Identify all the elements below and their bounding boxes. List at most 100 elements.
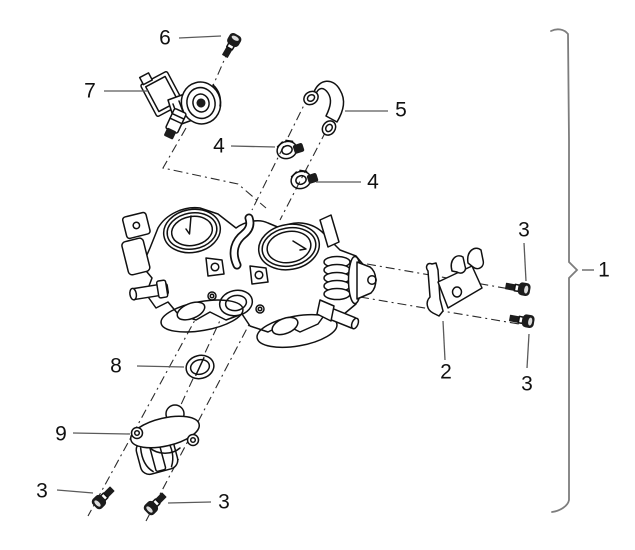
axis-gasket-valve bbox=[171, 257, 250, 425]
line-art bbox=[316, 299, 335, 322]
line-art bbox=[195, 357, 205, 376]
line-art bbox=[261, 226, 317, 268]
callout-5: 5 bbox=[395, 99, 407, 122]
throttle-body-assembly-art bbox=[121, 206, 377, 349]
part-3-screw-right-upper bbox=[505, 282, 531, 297]
line-art bbox=[524, 285, 529, 294]
line-art bbox=[130, 426, 144, 440]
line-art bbox=[356, 261, 377, 300]
line-art bbox=[306, 173, 319, 184]
line-art bbox=[212, 84, 222, 107]
axis-bracket-screw-upper bbox=[366, 263, 511, 290]
line-art bbox=[169, 112, 185, 125]
line-art bbox=[121, 237, 151, 276]
vapor-tube bbox=[229, 213, 255, 270]
right-intake-bell bbox=[256, 313, 338, 349]
body-left-bracket bbox=[121, 211, 151, 276]
left-bore-needle bbox=[185, 215, 192, 235]
leader-lines bbox=[56, 35, 594, 504]
line-art bbox=[180, 81, 222, 125]
leader-3-bottom-left bbox=[56, 489, 94, 494]
line-art bbox=[224, 294, 248, 312]
line-art bbox=[521, 314, 535, 329]
right-throttle-bore bbox=[257, 223, 321, 271]
line-art bbox=[350, 317, 360, 330]
callout-3-bottom-left: 3 bbox=[36, 480, 48, 503]
line-art bbox=[257, 306, 263, 312]
assembly-axis-lines bbox=[87, 48, 520, 522]
line-art bbox=[186, 86, 216, 120]
line-art bbox=[451, 286, 463, 298]
line-art bbox=[319, 214, 340, 248]
line-art bbox=[186, 433, 200, 447]
line-art bbox=[271, 316, 299, 336]
callout-3-bottom-center: 3 bbox=[218, 491, 230, 514]
line-art bbox=[528, 317, 533, 326]
line-art bbox=[149, 447, 181, 454]
line-art bbox=[231, 35, 239, 41]
line-art bbox=[189, 436, 197, 444]
line-art bbox=[207, 291, 217, 301]
callout-6: 6 bbox=[159, 27, 171, 50]
callout-8: 8 bbox=[110, 355, 122, 378]
line-art bbox=[321, 120, 337, 136]
part-2-bracket bbox=[425, 247, 485, 317]
line-art bbox=[155, 279, 169, 299]
line-art bbox=[196, 98, 206, 108]
line-art bbox=[138, 72, 154, 86]
assembly-group-brace bbox=[550, 28, 579, 513]
line-art bbox=[321, 120, 337, 136]
callout-9: 9 bbox=[55, 423, 67, 446]
line-art bbox=[281, 144, 293, 156]
part-5-elbow-joint bbox=[303, 80, 345, 136]
left-throttle-bore bbox=[162, 208, 222, 254]
callout-1: 1 bbox=[598, 259, 610, 282]
mount-tab-left bbox=[205, 257, 225, 277]
line-art bbox=[139, 447, 154, 473]
line-art bbox=[254, 270, 264, 280]
line-art bbox=[176, 301, 206, 321]
line-art bbox=[210, 262, 220, 272]
leader-3-bottom-right bbox=[526, 333, 530, 369]
line-art bbox=[292, 143, 305, 154]
line-art bbox=[323, 287, 351, 301]
callout-3-top-right: 3 bbox=[518, 219, 530, 242]
leader-3-top-right bbox=[523, 242, 527, 282]
line-art bbox=[121, 211, 151, 240]
part-8-gasket bbox=[185, 354, 215, 380]
line-art bbox=[94, 500, 101, 507]
throttle-linkage-mechanism bbox=[316, 214, 377, 322]
axis-right-mount-screw bbox=[145, 295, 265, 522]
part-4-clamp-upper bbox=[276, 139, 305, 160]
line-art bbox=[324, 123, 334, 133]
callout-4-upper: 4 bbox=[213, 135, 225, 158]
line-art bbox=[255, 304, 265, 314]
line-art bbox=[164, 108, 187, 140]
part-7-throttle-position-sensor bbox=[138, 71, 222, 140]
line-art bbox=[166, 211, 218, 251]
line-art bbox=[306, 93, 316, 103]
part-6-screw bbox=[222, 32, 242, 58]
fuel-inlet-stub bbox=[129, 279, 170, 301]
line-art bbox=[132, 221, 141, 230]
leader-4-upper bbox=[230, 145, 276, 148]
line-art bbox=[231, 215, 253, 268]
mount-tab-right bbox=[249, 265, 269, 285]
line-art bbox=[425, 262, 444, 317]
line-art bbox=[303, 90, 319, 106]
right-bore-needle bbox=[292, 240, 307, 251]
callout-3-bottom-right: 3 bbox=[521, 373, 533, 396]
line-art bbox=[192, 93, 210, 113]
callout-labels: 6 7 5 4 4 3 1 2 3 8 9 3 3 bbox=[36, 27, 610, 514]
left-intake-bell bbox=[160, 299, 244, 333]
part-3-screw-bottom-left bbox=[91, 486, 115, 510]
line-art bbox=[257, 223, 321, 271]
line-art bbox=[290, 169, 308, 178]
part-3-screw-bottom-center bbox=[143, 492, 167, 516]
line-art bbox=[256, 313, 338, 349]
line-art bbox=[303, 90, 319, 106]
callout-2: 2 bbox=[440, 361, 452, 384]
line-art bbox=[129, 287, 138, 301]
line-art bbox=[367, 275, 377, 285]
